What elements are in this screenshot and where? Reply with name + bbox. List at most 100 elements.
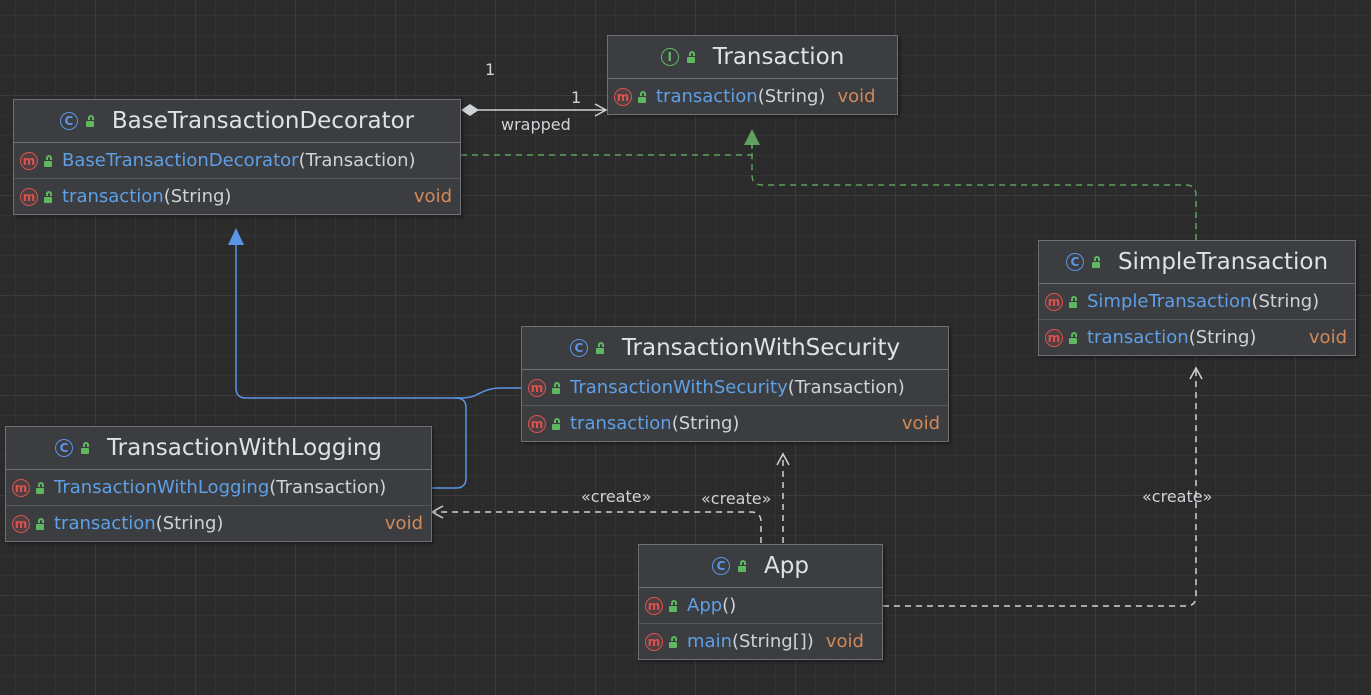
method-row[interactable]: m SimpleTransaction (String) <box>1039 284 1355 319</box>
method-row[interactable]: m TransactionWithLogging (Transaction) <box>6 470 431 505</box>
implements-edge-base[interactable] <box>461 140 753 156</box>
method-params: (Transaction) <box>269 477 387 498</box>
node-title: BaseTransactionDecorator <box>111 108 415 134</box>
method-name: transaction <box>54 513 156 534</box>
create-label-simple: «create» <box>1142 487 1213 506</box>
node-app[interactable]: C App m App () m main (String[]) void <box>638 544 883 660</box>
class-icon: C <box>59 112 78 130</box>
method-icon: m <box>20 151 38 170</box>
public-lock-icon <box>1069 331 1079 344</box>
wrapped-label: wrapped <box>501 115 571 134</box>
method-name: transaction <box>62 186 164 207</box>
node-title: Transaction <box>712 44 845 70</box>
public-lock-icon <box>1091 256 1102 268</box>
node-header: C BaseTransactionDecorator <box>14 100 460 143</box>
public-lock-icon <box>669 635 679 648</box>
method-row[interactable]: m TransactionWithSecurity (Transaction) <box>522 370 948 405</box>
method-params: (Transaction) <box>787 377 905 398</box>
node-header: C TransactionWithSecurity <box>522 327 948 370</box>
create-edge-simple[interactable] <box>883 366 1203 607</box>
node-title: TransactionWithLogging <box>106 435 383 461</box>
extends-edge-security[interactable] <box>235 245 521 399</box>
method-params: (String) <box>1188 327 1257 348</box>
method-icon: m <box>1045 328 1063 347</box>
node-header: C TransactionWithLogging <box>6 427 431 470</box>
method-row[interactable]: m transaction (String) void <box>14 178 460 214</box>
method-name: TransactionWithSecurity <box>570 377 788 398</box>
method-icon: m <box>614 87 632 106</box>
method-return-type: void <box>384 513 423 534</box>
method-params: (String) <box>155 513 224 534</box>
public-lock-icon <box>36 517 46 530</box>
method-name: transaction <box>1087 327 1189 348</box>
composition-edge-wrapped[interactable] <box>461 103 608 117</box>
class-icon: C <box>712 557 731 575</box>
node-base-transaction-decorator[interactable]: C BaseTransactionDecorator m BaseTransac… <box>13 99 461 215</box>
method-row[interactable]: m BaseTransactionDecorator (Transaction) <box>14 143 460 178</box>
public-lock-icon <box>738 560 748 572</box>
method-icon: m <box>20 187 38 206</box>
method-params: (String) <box>757 86 826 107</box>
method-icon: m <box>12 514 30 533</box>
create-label-security: «create» <box>701 489 772 508</box>
method-return-type: void <box>837 86 876 107</box>
method-icon: m <box>645 632 663 651</box>
method-return-type: void <box>825 631 864 652</box>
method-icon: m <box>645 596 663 615</box>
method-row[interactable]: m main (String[]) void <box>639 623 882 659</box>
method-params: (String[]) <box>731 631 814 652</box>
public-lock-icon <box>638 90 648 103</box>
method-row[interactable]: m transaction (String) void <box>1039 319 1355 355</box>
method-name: TransactionWithLogging <box>54 477 270 498</box>
node-title: TransactionWithSecurity <box>621 335 901 361</box>
method-icon: m <box>528 414 546 433</box>
method-name: App <box>687 595 723 616</box>
method-row[interactable]: m transaction (String) void <box>6 505 431 541</box>
implements-edge-simple[interactable] <box>744 129 1197 240</box>
public-lock-icon <box>595 342 606 354</box>
method-return-type: void <box>1308 327 1347 348</box>
method-name: transaction <box>656 86 758 107</box>
public-lock-icon <box>44 154 54 167</box>
create-edge-logging[interactable] <box>430 505 762 543</box>
method-name: transaction <box>570 413 672 434</box>
node-simple-transaction[interactable]: C SimpleTransaction m SimpleTransaction … <box>1038 240 1356 356</box>
method-icon: m <box>12 478 30 497</box>
node-transaction[interactable]: I Transaction m transaction (String) voi… <box>607 35 898 115</box>
multiplicity-source: 1 <box>485 60 496 79</box>
method-name: BaseTransactionDecorator <box>62 150 299 171</box>
extends-arrowhead <box>228 228 244 245</box>
node-title: App <box>764 553 809 579</box>
extends-edge-logging[interactable] <box>228 228 467 489</box>
interface-icon: I <box>660 48 679 66</box>
method-return-type: void <box>901 413 940 434</box>
method-icon: m <box>528 378 546 397</box>
node-title: SimpleTransaction <box>1117 249 1329 275</box>
public-lock-icon <box>80 442 91 454</box>
method-row[interactable]: m App () <box>639 588 882 623</box>
public-lock-icon <box>552 417 562 430</box>
method-params: (String) <box>163 186 232 207</box>
method-return-type: void <box>413 186 452 207</box>
method-params: (String) <box>671 413 740 434</box>
node-header: C App <box>639 545 882 588</box>
method-name: SimpleTransaction <box>1087 291 1252 312</box>
public-lock-icon <box>552 381 562 394</box>
node-transaction-with-security[interactable]: C TransactionWithSecurity m TransactionW… <box>521 326 949 442</box>
node-transaction-with-logging[interactable]: C TransactionWithLogging m TransactionWi… <box>5 426 432 542</box>
method-row[interactable]: m transaction (String) void <box>522 405 948 441</box>
implements-arrowhead <box>744 129 760 145</box>
class-icon: C <box>569 339 588 357</box>
method-icon: m <box>1045 292 1063 311</box>
multiplicity-target: 1 <box>571 88 582 107</box>
create-label-logging: «create» <box>581 487 652 506</box>
method-name: main <box>687 631 732 652</box>
method-params: (Transaction) <box>298 150 416 171</box>
public-lock-icon <box>85 115 96 127</box>
public-lock-icon <box>36 481 46 494</box>
class-icon: C <box>1065 253 1084 271</box>
method-params: (String) <box>1251 291 1320 312</box>
node-header: I Transaction <box>608 36 897 79</box>
method-row[interactable]: m transaction (String) void <box>608 79 897 114</box>
